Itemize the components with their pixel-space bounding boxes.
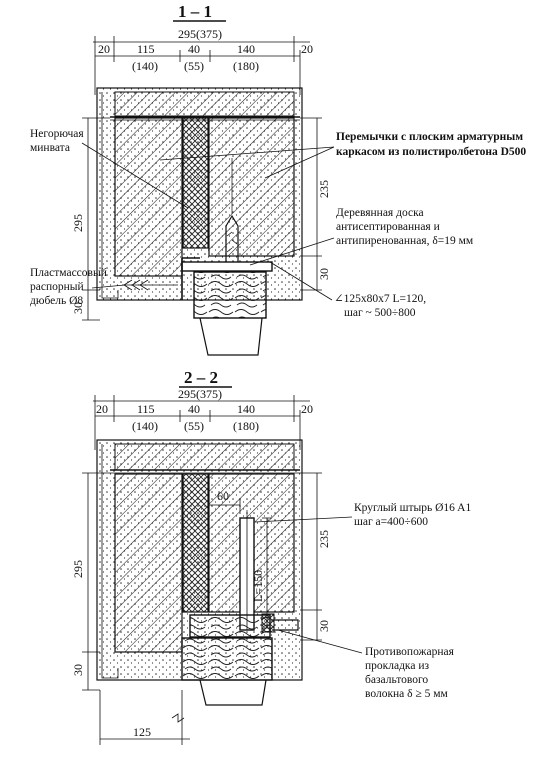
section-2-top-band — [114, 443, 295, 471]
section-2-dim-140: 140 — [237, 402, 255, 416]
section-2-height-295: 295 — [71, 560, 85, 578]
section-2-dim-125: 125 — [133, 725, 151, 739]
section-2-lintel-left — [114, 473, 183, 653]
section-1-top-band — [114, 91, 295, 117]
section-1-wood-board — [181, 261, 273, 272]
section-2-annotations: Круглый штырь Ø16 A1 шаг а=400÷600 Проти… — [254, 502, 471, 700]
section-2-dim-L150: L=150 — [251, 570, 265, 602]
section-2-window-frame — [181, 637, 273, 681]
section-2-2: 2 – 2 295(375) 20 115 (140) 40 (55) 140 … — [71, 368, 471, 745]
section-1-dim-140-alt: (140) — [132, 59, 158, 73]
section-1-dim-40: 40 — [188, 42, 200, 56]
section-2-window-frame-top — [189, 614, 271, 638]
section-2-title: 2 – 2 — [184, 368, 218, 387]
section-2-dim-60-chain: 60 — [208, 489, 241, 512]
section-1-label-lintels-1: Перемычки с плоским арматурным — [336, 131, 523, 143]
section-2-height-235: 235 — [317, 530, 331, 548]
section-1-height-30-right: 30 — [317, 268, 331, 280]
section-1-lintel-left — [114, 117, 183, 277]
section-2-label-gasket-1: Противопожарная — [365, 646, 455, 658]
section-1-dim-180: (180) — [233, 59, 259, 73]
section-1-minvata-leader — [81, 142, 189, 209]
section-1-label-angle-1: ∠125x80x7 L=120, — [334, 293, 426, 305]
section-2-dim-20-left: 20 — [96, 402, 108, 416]
section-1-label-minvata-2: минвата — [30, 142, 70, 154]
section-1-left-dimensions: 295 30 — [71, 117, 110, 321]
section-1-height-30-left: 30 — [71, 302, 85, 314]
section-2-minvata-strip — [182, 473, 209, 613]
section-1-dim-115: 115 — [137, 42, 155, 56]
section-2-height-30-right: 30 — [317, 620, 331, 632]
section-2-dim-180: (180) — [233, 419, 259, 433]
section-2-dim-60: 60 — [217, 489, 229, 503]
section-2-bottom-dimension: 125 — [99, 690, 190, 745]
section-1-label-board-3: антипиренованная, δ=19 мм — [336, 235, 474, 247]
section-1-height-295: 295 — [71, 214, 85, 232]
section-1-right-dimensions: 235 30 — [300, 117, 331, 291]
section-2-label-gasket-3: базальтового — [365, 674, 428, 686]
section-1-dim-20-right: 20 — [301, 42, 313, 56]
section-2-label-pin-2: шаг а=400÷600 — [354, 516, 428, 528]
section-2-right-dimensions: 235 30 L=150 — [251, 472, 331, 641]
section-2-dim-140-alt: (140) — [132, 419, 158, 433]
section-2-overall-width: 295(375) — [178, 387, 222, 401]
section-1-title: 1 – 1 — [178, 2, 212, 21]
section-2-left-dimensions: 295 30 — [71, 472, 110, 691]
section-1-overall-width: 295(375) — [178, 27, 222, 41]
section-2-label-pin-1: Круглый штырь Ø16 A1 — [354, 502, 471, 514]
section-1-label-dowel-3: дюбель Ø8 — [30, 295, 83, 307]
section-1-minvata-strip — [182, 117, 209, 249]
section-2-height-30-left: 30 — [71, 664, 85, 676]
section-2-dim-20-right: 20 — [301, 402, 313, 416]
section-1-label-lintels-2: каркасом из полистиролбетона D500 — [336, 146, 526, 158]
section-1-dim-20-left: 20 — [98, 42, 110, 56]
section-2-dim-40: 40 — [188, 402, 200, 416]
section-2-label-gasket-2: прокладка из — [365, 660, 429, 672]
section-1-label-board-2: антисептированная и — [336, 221, 440, 233]
section-2-dim-55: (55) — [184, 419, 204, 433]
section-1-top-dimensions: 295(375) 20 115 (140) 40 (55) 140 (180) … — [93, 27, 313, 95]
section-1-label-minvata-1: Негорючая — [30, 128, 84, 140]
section-1-dim-140: 140 — [237, 42, 255, 56]
section-1-window-frame — [193, 271, 267, 319]
section-2-label-gasket-4: волокна δ ≥ 5 мм — [365, 688, 449, 700]
section-1-annotations: Негорючая минвата Перемычки с плоским ар… — [30, 128, 526, 319]
section-2-wall-body — [96, 439, 303, 706]
section-1-lintel-right — [208, 117, 295, 257]
section-1-label-angle-2: шаг ~ 500÷800 — [344, 307, 416, 319]
section-1-height-235: 235 — [317, 180, 331, 198]
section-2-top-dimensions: 295(375) 20 115 (140) 40 (55) 140 (180) … — [93, 387, 313, 450]
section-1-label-board-1: Деревянная доска — [336, 207, 424, 219]
section-1-1: 1 – 1 295(375) 20 115 (140) 40 (55) 140 … — [30, 2, 526, 356]
section-1-wall-body — [96, 87, 303, 356]
section-2-dim-115: 115 — [137, 402, 155, 416]
section-1-label-dowel-2: распорный — [30, 281, 84, 293]
section-1-label-dowel-1: Пластмассовый — [30, 267, 107, 279]
section-1-dim-55: (55) — [184, 59, 204, 73]
